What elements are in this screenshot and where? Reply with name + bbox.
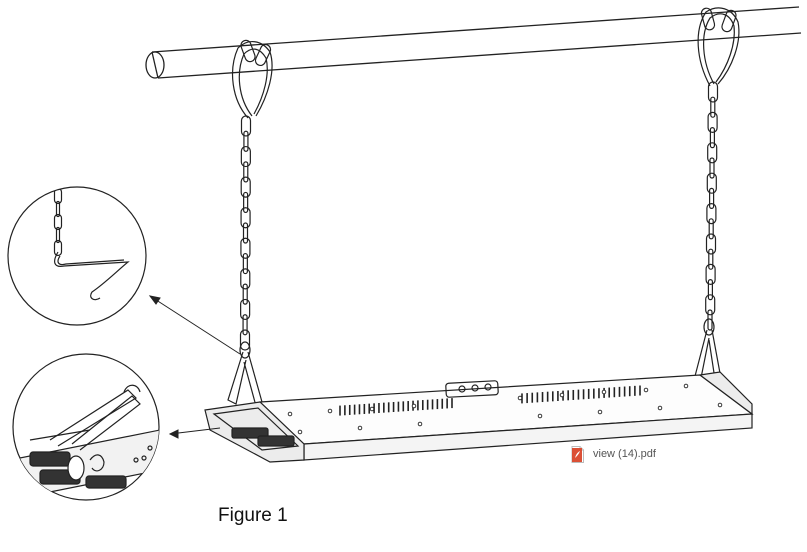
- figure-caption: Figure 1: [218, 505, 288, 526]
- chain-link: [240, 237, 251, 259]
- chain-link: [707, 279, 714, 301]
- linear-high-bay-fixture: [204, 371, 754, 463]
- chain-link: [242, 222, 249, 244]
- chain-link: [243, 130, 249, 152]
- hole: [683, 383, 689, 389]
- chain-link: [243, 191, 249, 214]
- chain-link: [708, 248, 714, 270]
- hole: [559, 392, 565, 398]
- hole: [643, 387, 649, 393]
- chain-link: [707, 142, 718, 164]
- chain-link: [705, 263, 716, 285]
- left-chain-loop: [231, 39, 273, 119]
- chain-link: [706, 172, 717, 194]
- left-chain: [239, 115, 252, 351]
- hole: [287, 411, 293, 417]
- chain-link: [242, 283, 248, 305]
- chain-link: [240, 145, 251, 168]
- chain-link: [55, 200, 61, 218]
- chain-link: [709, 157, 715, 179]
- hole: [517, 395, 523, 401]
- hole: [357, 425, 363, 431]
- mounting-holes: [287, 383, 723, 435]
- chain-link: [706, 203, 717, 225]
- chain-link: [708, 187, 715, 209]
- pdf-file-icon: [571, 445, 584, 463]
- hole: [537, 413, 543, 419]
- chain-link: [242, 252, 248, 275]
- hole: [417, 421, 423, 427]
- chain-link: [53, 213, 63, 231]
- hole: [297, 429, 303, 435]
- chain-link: [710, 96, 716, 118]
- chain-link: [708, 218, 714, 240]
- attachment-file-name: view (14).pdf: [593, 448, 656, 460]
- pdf-attachment[interactable]: view (14).pdf: [571, 444, 656, 464]
- hole: [411, 403, 417, 409]
- right-chain-loop: [697, 7, 740, 87]
- chain-link: [240, 115, 252, 137]
- hole: [601, 389, 607, 395]
- chain-link: [55, 226, 61, 244]
- chain-link: [705, 294, 716, 316]
- leader-arrows: [148, 295, 241, 439]
- chain-link: [240, 298, 251, 321]
- suspension-pipe: [145, 6, 802, 79]
- chain-link: [705, 233, 717, 255]
- chain-link: [240, 268, 251, 290]
- chain-link: [242, 314, 248, 336]
- hole: [717, 402, 723, 408]
- hole: [597, 409, 603, 415]
- chain-link: [707, 111, 718, 134]
- chain-link: [53, 239, 63, 257]
- chain-link: [240, 176, 251, 198]
- detail-circle-bracket: [12, 353, 160, 501]
- chain-link: [243, 161, 249, 183]
- hole: [369, 406, 375, 412]
- chain-link: [709, 126, 716, 149]
- hole: [327, 408, 333, 414]
- chain-link: [239, 329, 251, 351]
- hole: [657, 405, 663, 411]
- right-chain: [705, 81, 719, 331]
- detail-circle-hook: [7, 186, 147, 326]
- chain-link: [240, 207, 251, 229]
